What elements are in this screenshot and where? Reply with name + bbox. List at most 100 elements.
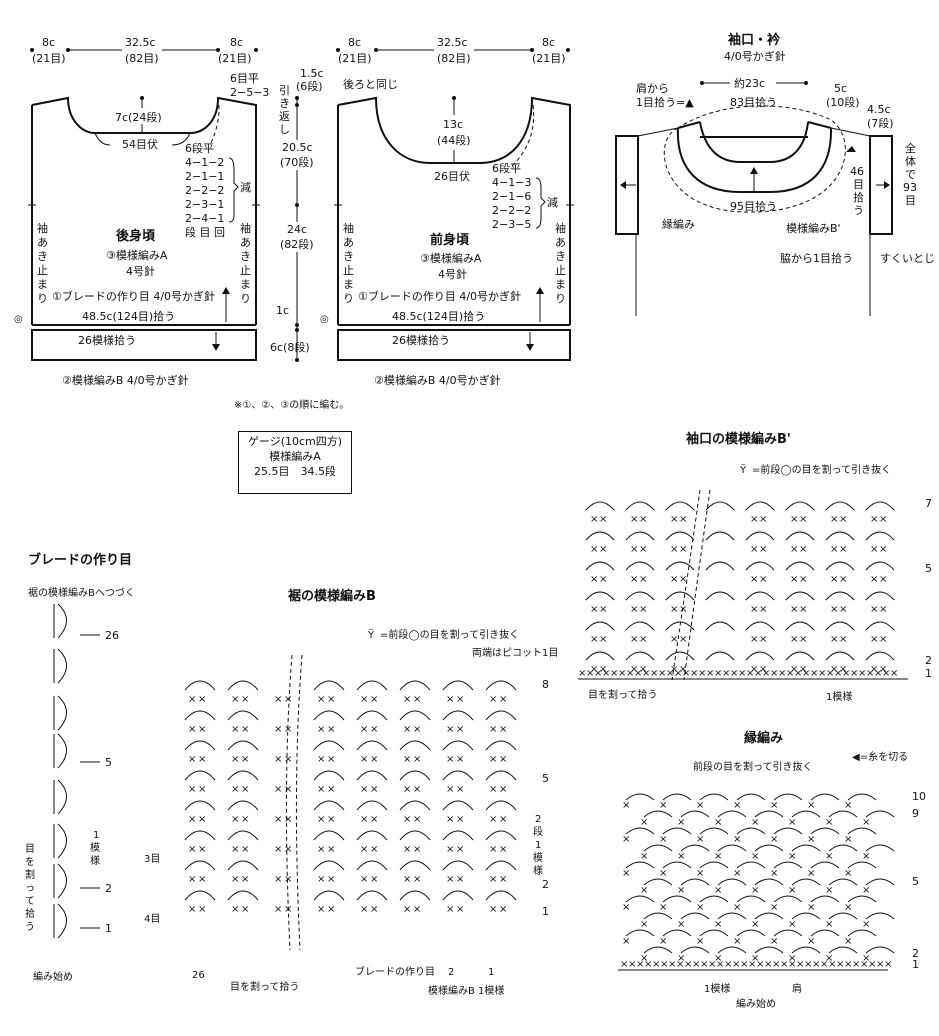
sc-stitch: × <box>499 874 507 885</box>
chain-arch <box>745 621 775 631</box>
sc-stitch: × <box>858 668 866 679</box>
sc-stitch: × <box>679 664 687 675</box>
sc-stitch: × <box>413 724 421 735</box>
sc-stitch: × <box>860 959 868 970</box>
sc-stitch: × <box>670 574 678 585</box>
chain-arch <box>625 651 655 661</box>
sc-stitch: × <box>676 959 684 970</box>
sc-stitch: × <box>844 834 852 845</box>
chain-arch <box>717 878 747 886</box>
sc-stitch: × <box>630 604 638 615</box>
chain-arch <box>717 912 747 920</box>
sc-stitch: × <box>327 784 335 795</box>
sc-stitch: × <box>456 904 464 915</box>
sc-stitch: × <box>360 904 368 915</box>
hem-bottom-2: 2 <box>448 967 454 978</box>
cuff-chart: 袖口の模様編みB' Ϋ =前段◯の目を割って引き抜く ×××××××××××××… <box>578 431 932 703</box>
edge-row-1: 1 <box>912 958 919 971</box>
sc-stitch: × <box>670 514 678 525</box>
svg-text:っ: っ <box>25 883 35 894</box>
sc-stitch: × <box>825 817 833 828</box>
chain-arch <box>791 946 821 954</box>
sc-stitch: × <box>622 868 630 879</box>
chain-arch <box>356 740 388 751</box>
chain-arch <box>825 561 855 571</box>
sc-stitch: × <box>770 834 778 845</box>
sc-stitch: × <box>610 668 618 679</box>
chain-arch <box>754 912 784 920</box>
chain-arch <box>773 827 803 835</box>
sc-stitch: × <box>413 754 421 765</box>
sc-stitch: × <box>198 814 206 825</box>
chain-arch <box>865 561 895 571</box>
braid-loop <box>57 603 67 639</box>
svg-text:袖: 袖 <box>343 221 354 235</box>
sc-stitch: × <box>499 754 507 765</box>
sc-stitch: × <box>874 668 882 679</box>
chain-arch <box>791 810 821 818</box>
shoulder-pick-1: 肩から <box>636 81 669 95</box>
sc-stitch: × <box>807 902 815 913</box>
sc-stitch: × <box>696 868 704 879</box>
cuff-row-1: 1 <box>925 667 932 680</box>
chain-arch <box>736 861 766 869</box>
sc-stitch: × <box>825 885 833 896</box>
chain-arch <box>865 651 895 661</box>
chain-arch <box>699 895 729 903</box>
chain-arch <box>665 531 695 541</box>
chain-arch <box>356 860 388 871</box>
chain-arch <box>705 591 735 601</box>
braid-loop <box>57 903 67 939</box>
front-dec-row-4: 2−3−5 <box>492 218 531 231</box>
sc-stitch: × <box>317 784 325 795</box>
sc-stitch: × <box>231 844 239 855</box>
chain-arch <box>791 878 821 886</box>
collar-top-pick: 83目拾う <box>730 95 777 109</box>
chain-arch <box>313 740 345 751</box>
chain-arch <box>184 890 216 901</box>
chain-arch <box>705 651 735 661</box>
sc-stitch: × <box>241 754 249 765</box>
sc-stitch: × <box>770 668 778 679</box>
chain-arch <box>356 800 388 811</box>
svg-text:袖: 袖 <box>37 221 48 235</box>
front-dim-right-sts: (21目) <box>532 52 566 65</box>
svg-text:き: き <box>343 250 354 263</box>
chain-arch <box>785 591 815 601</box>
edge-slip-note: 前段の目を割って引き抜く <box>693 760 813 773</box>
sc-stitch: × <box>750 664 758 675</box>
chain-arch <box>785 531 815 541</box>
chain-arch <box>356 890 388 901</box>
sc-stitch: × <box>639 604 647 615</box>
sc-stitch: × <box>284 784 292 795</box>
back-braid-label: ①ブレードの作り目 4/0号かぎ針 <box>52 289 215 303</box>
chain-arch <box>442 770 474 781</box>
chain-arch <box>625 621 655 631</box>
sc-stitch: × <box>696 936 704 947</box>
front-braid-label: ①ブレードの作り目 4/0号かぎ針 <box>358 289 521 303</box>
sc-stitch: × <box>839 574 847 585</box>
chain-arch <box>865 501 895 511</box>
sc-stitch: × <box>759 664 767 675</box>
sc-stitch: × <box>489 904 497 915</box>
chain-arch <box>773 861 803 869</box>
sc-stitch: × <box>830 544 838 555</box>
side-dim-2-rows: (70段) <box>280 155 314 169</box>
sc-stitch: × <box>622 834 630 845</box>
sc-stitch: × <box>188 754 196 765</box>
edge-chart: 縁編み ◀=糸を切る 前段の目を割って引き抜く ××××××××××××××××… <box>618 730 926 1010</box>
sc-stitch: × <box>370 874 378 885</box>
sc-stitch: × <box>839 544 847 555</box>
sc-stitch: × <box>670 544 678 555</box>
svg-text:目: 目 <box>25 844 35 855</box>
chain-arch <box>791 844 821 852</box>
svg-text:目: 目 <box>853 178 864 191</box>
sc-stitch: × <box>844 868 852 879</box>
front-body-needle: 4号針 <box>438 267 467 281</box>
hem-bottom-26: 26 <box>192 970 205 981</box>
sc-stitch: × <box>198 784 206 795</box>
svg-text:止: 止 <box>555 264 566 277</box>
sc-stitch: × <box>317 904 325 915</box>
braid-loops <box>53 603 67 939</box>
chain-arch <box>705 501 735 511</box>
